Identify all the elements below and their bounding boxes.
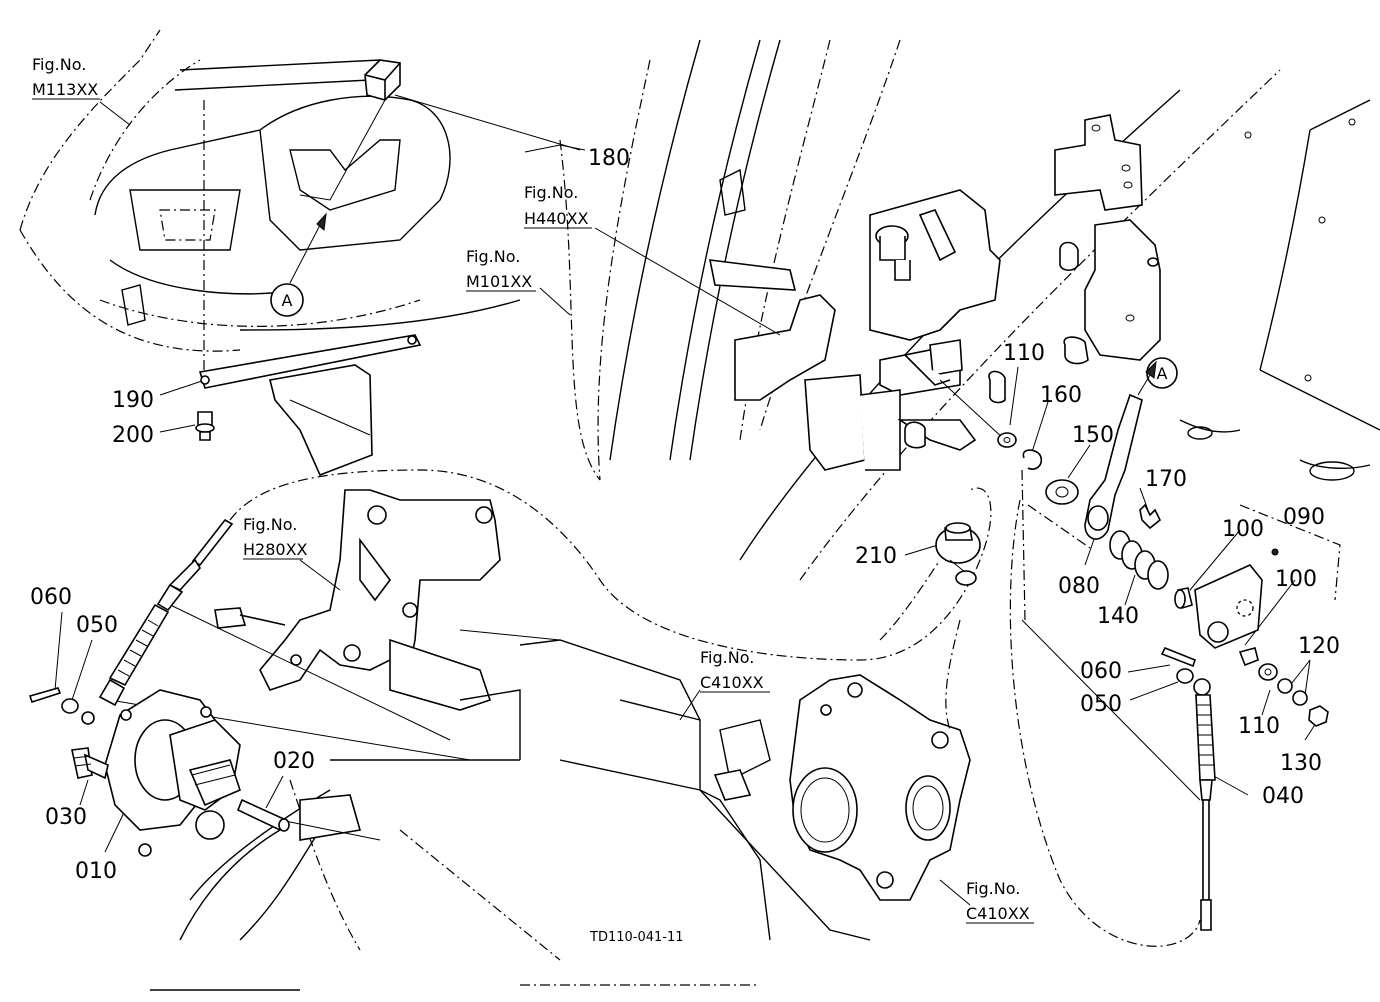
fig-ref-code: C410XX: [966, 904, 1030, 923]
callout-210: 210: [855, 544, 897, 569]
leader-lines: [54, 94, 1319, 906]
callout-200: 200: [112, 423, 154, 448]
callout-100-lower: 100: [1275, 567, 1317, 592]
fig-ref-title: Fig.No.: [243, 515, 297, 534]
parts: [28, 59, 1341, 931]
callout-050-left: 050: [76, 613, 118, 638]
fig-ref-title: Fig.No.: [524, 183, 578, 202]
callout-090: 090: [1283, 505, 1325, 530]
callout-030: 030: [45, 805, 87, 830]
callout-120: 120: [1298, 634, 1340, 659]
fig-ref-title: Fig.No.: [32, 55, 86, 74]
callout-110-lower: 110: [1238, 714, 1280, 739]
callout-170: 170: [1145, 467, 1187, 492]
fig-ref-title: Fig.No.: [466, 247, 520, 266]
callout-010: 010: [75, 859, 117, 884]
fig-ref-title: Fig.No.: [700, 648, 754, 667]
callout-150: 150: [1072, 423, 1114, 448]
callout-020: 020: [273, 749, 315, 774]
marker-a-left: A: [282, 291, 293, 310]
callout-140: 140: [1097, 604, 1139, 629]
callout-190: 190: [112, 388, 154, 413]
diagram-code: TD110-041-11: [589, 930, 684, 945]
callout-160: 160: [1040, 383, 1082, 408]
fig-ref-m101: Fig.No. M101XX: [466, 247, 536, 292]
fig-ref-title: Fig.No.: [966, 879, 1020, 898]
fig-ref-m113: Fig.No. M113XX: [32, 55, 100, 100]
fig-ref-h440: Fig.No. H440XX: [524, 183, 592, 229]
callout-180: 180: [588, 146, 630, 171]
fig-ref-code: C410XX: [700, 673, 764, 692]
callout-060-right: 060: [1080, 659, 1122, 684]
fig-ref-labels: Fig.No. M113XX Fig.No. H440XX Fig.No. M1…: [32, 55, 1034, 924]
fig-ref-h280: Fig.No. H280XX: [243, 515, 308, 560]
callout-110-upper: 110: [1003, 341, 1045, 366]
fig-ref-c410-right: Fig.No. C410XX: [966, 879, 1034, 924]
callout-040: 040: [1262, 784, 1304, 809]
circle-markers: A A: [282, 291, 1168, 383]
callout-080: 080: [1058, 574, 1100, 599]
fig-ref-code: H440XX: [524, 209, 589, 228]
fig-ref-code: M101XX: [466, 272, 532, 291]
marker-a-right: A: [1157, 364, 1168, 383]
fig-ref-code: M113XX: [32, 80, 98, 99]
callout-130: 130: [1280, 751, 1322, 776]
background-structure: [19, 29, 1380, 991]
callout-060-left: 060: [30, 585, 72, 610]
callout-050-right: 050: [1080, 692, 1122, 717]
callout-100-upper: 100: [1222, 517, 1264, 542]
fig-ref-c410-center: Fig.No. C410XX: [700, 648, 770, 693]
callout-numbers: 180 190 200 110 160 150 170 090 100 100 …: [30, 146, 1340, 884]
fig-ref-code: H280XX: [243, 540, 308, 559]
